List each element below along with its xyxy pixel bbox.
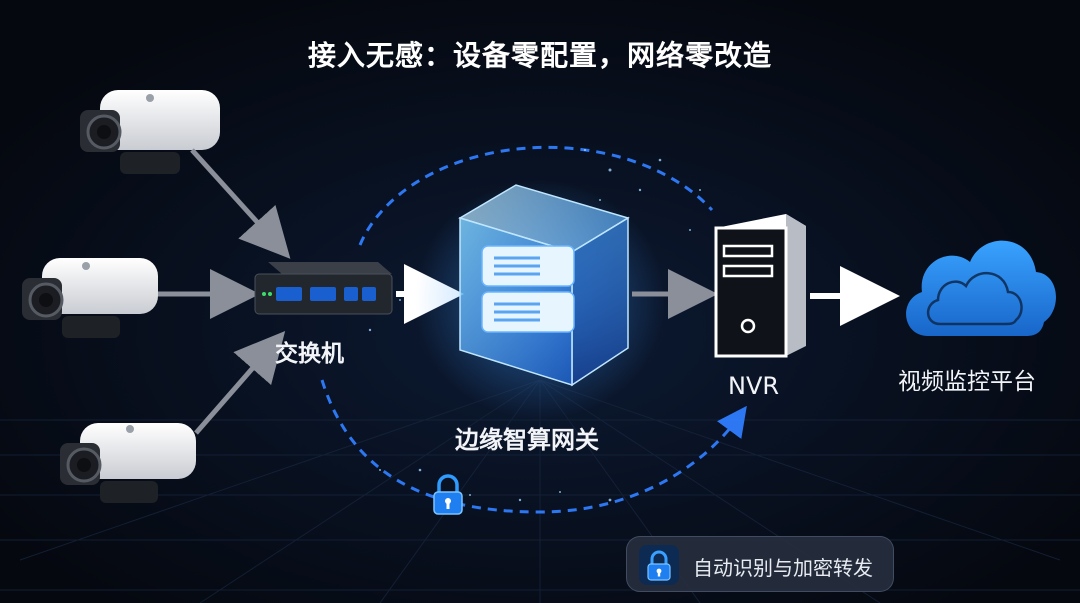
badge-text: 自动识别与加密转发: [693, 556, 873, 580]
feature-badge: 自动识别与加密转发: [626, 536, 894, 592]
edge-gateway-cube: [415, 180, 665, 420]
platform-label: 视频监控平台: [898, 369, 1036, 395]
nvr-server: [714, 214, 806, 358]
switch-device: [254, 262, 393, 315]
gateway-label: 边缘智算网关: [455, 426, 599, 454]
diagram-title: 接入无感：设备零配置，网络零改造: [307, 39, 772, 72]
camera-top-arrow: [190, 148, 291, 259]
camera-bottom-arrow: [194, 330, 286, 435]
nvr-label: NVR: [728, 372, 780, 400]
data-flow-ring: [320, 145, 747, 514]
floor-grid: [0, 379, 1080, 603]
cloud-icon: [906, 240, 1056, 336]
camera-bottom: [60, 423, 196, 503]
badge-lock-icon: [639, 545, 679, 585]
camera-middle: [22, 258, 158, 338]
camera-top: [80, 90, 220, 174]
lock-icon: [433, 474, 463, 515]
switch-label: 交换机: [275, 341, 344, 367]
server-icon: [481, 245, 575, 333]
